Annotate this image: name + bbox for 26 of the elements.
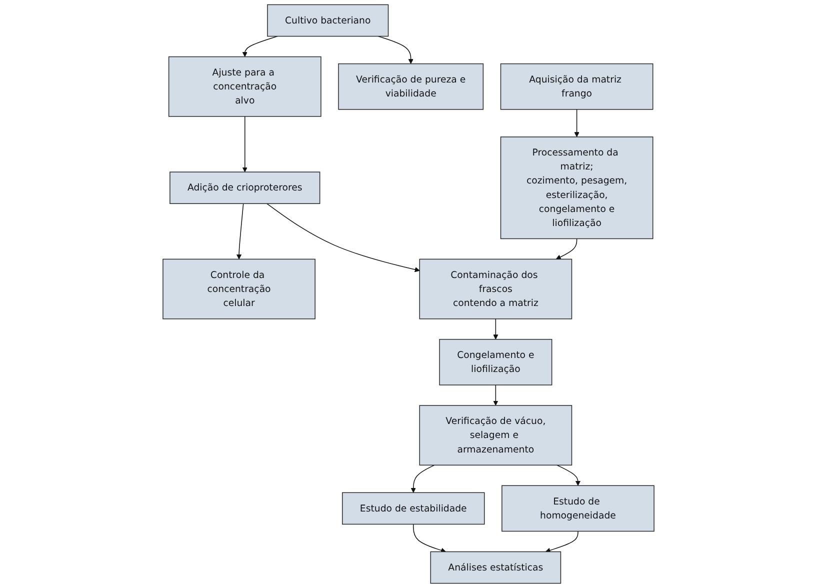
- node-box: Estudo de estabilidade: [342, 492, 485, 525]
- node-box: Análises estatísticas: [430, 551, 562, 584]
- arrow: [242, 36, 278, 57]
- arrow: [242, 116, 248, 172]
- arrow: [493, 384, 498, 406]
- arrow: [493, 318, 498, 340]
- node-box: Verificação de vácuo, selagem e armazenamento: [419, 405, 572, 466]
- node-box: Estudo de homogeneidade: [502, 485, 654, 532]
- arrow: [413, 524, 446, 553]
- node-box: Aquisição da matriz frango: [500, 63, 654, 110]
- node-box: Verificação de pureza e viabilidade: [338, 63, 484, 110]
- arrow: [545, 530, 578, 553]
- arrow: [556, 238, 578, 260]
- node-box: Adição de crioproterores: [170, 172, 320, 204]
- arrow: [410, 464, 435, 493]
- node-box: Contaminação dos frascos contendo a matriz: [419, 258, 572, 320]
- node-box: Processamento da matriz; cozimento, pesagem, esterilização, congelamento e liofilização: [500, 136, 654, 240]
- node-box: Cultivo bacteriano: [267, 4, 389, 37]
- arrow: [556, 464, 581, 486]
- arrow: [574, 109, 580, 138]
- node-box: Controle da concentração celular: [162, 258, 316, 320]
- arrow: [266, 203, 420, 272]
- arrow: [378, 36, 414, 64]
- arrow: [236, 203, 244, 260]
- node-box: Congelamento e liofilização: [439, 338, 552, 386]
- node-box: Ajuste para a concentração alvo: [168, 56, 322, 117]
